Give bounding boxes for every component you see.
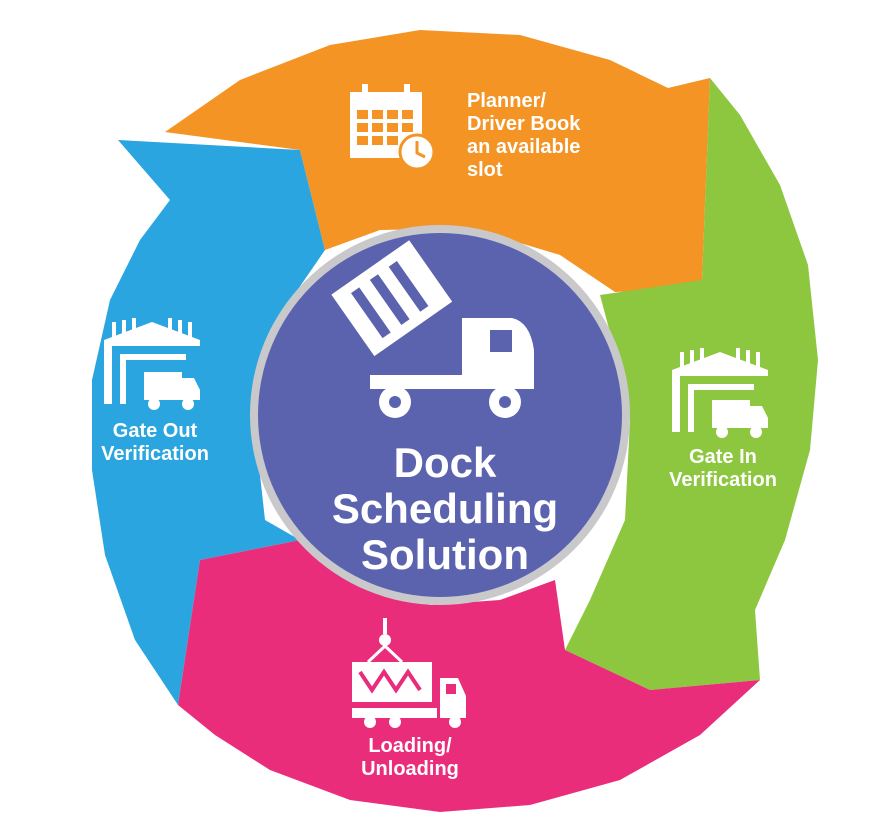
segment-loading <box>178 540 760 812</box>
warehouse-truck-icon <box>672 348 768 438</box>
segment-planner <box>165 30 710 292</box>
warehouse-truck-icon <box>104 318 200 410</box>
step-label-gate-in: Gate In Verification <box>669 446 777 491</box>
crane-container-truck-icon <box>352 618 466 728</box>
center-title-line: Scheduling <box>331 485 559 532</box>
dump-truck-icon <box>331 240 534 418</box>
center-title: Dock Scheduling Solution <box>300 440 590 578</box>
step-label-gate-out: Gate Out Verification <box>101 420 209 465</box>
step-label-loading: Loading/ Unloading <box>361 735 459 780</box>
center-circle <box>258 233 622 597</box>
step-label-planner: Planner/ Driver Book an available slot <box>467 90 581 181</box>
center-title-line: Solution <box>361 531 529 578</box>
calendar-clock-icon <box>350 84 436 171</box>
segment-gate-out <box>92 140 325 705</box>
center-title-line: Dock <box>393 439 497 486</box>
